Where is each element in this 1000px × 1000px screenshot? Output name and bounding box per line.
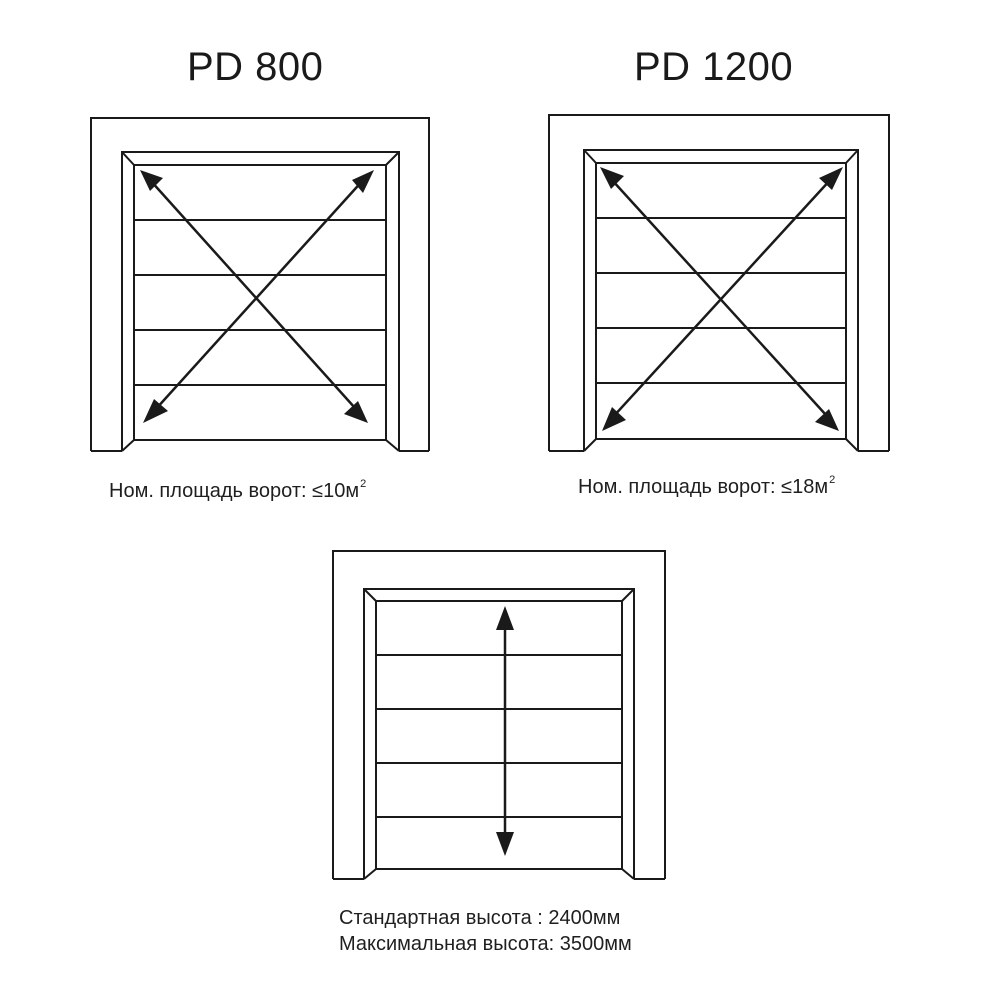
height-door-bevel-tr [621,588,635,602]
pd1200-area-superscript: 2 [829,474,836,486]
pd800-area-superscript: 2 [360,478,367,490]
max-height-caption: Максимальная высота: 3500мм [339,933,632,955]
pd800-diagonal-arrow-1 [149,179,356,409]
pd1200-area-value: ≤18м [781,476,829,498]
height-door-outer-frame [332,550,666,879]
pd800-diagonal-arrow-2 [154,177,366,411]
pd800-bevel-tl [121,151,135,166]
pd1200-inner-jamb [583,149,859,451]
standard-height-caption: Стандартная высота : 2400мм [339,907,621,929]
pd1200-door-leaf [595,162,847,440]
pd800-bevel-bl [121,439,135,452]
pd1200-diagonal-arrow-1 [611,179,827,416]
height-door-bevel-tl [363,588,377,602]
pd800-area-caption: Ном. площадь ворот: ≤10м2 [109,478,367,502]
pd800-area-value: ≤10м [312,480,360,502]
pd1200-arrowheads [600,167,843,431]
pd800-door [90,117,430,452]
pd800-door-leaf [133,164,387,441]
pd800-outer-frame [90,117,430,451]
pd1200-area-caption: Ном. площадь ворот: ≤18м2 [578,474,836,498]
pd800-arrowhead-tr [352,170,374,193]
pd1200-bevel-bl [583,438,597,452]
pd1200-arrowhead-bl [602,407,626,431]
pd1200-bevel-br [845,438,859,452]
height-arrowhead-top [496,606,514,630]
pd800-bevel-tr [385,151,400,166]
height-arrowhead-bottom [496,832,514,856]
pd800-arrowhead-tl [140,170,163,191]
pd1200-arrowhead-tl [600,167,624,189]
pd800-arrowheads [140,170,374,423]
pd1200-area-label: Ном. площадь ворот: [578,476,782,498]
height-door-bevel-bl [363,868,377,880]
height-door [332,550,666,880]
pd1200-bevel-tr [845,149,859,164]
pd1200-diagonal-arrow-2 [611,177,833,419]
pd800-arrowhead-br [344,401,368,423]
pd800-area-label: Ном. площадь ворот: [109,480,313,502]
height-door-bevel-br [621,868,635,880]
pd800-arrowhead-bl [143,399,168,423]
height-door-leaf [375,600,623,870]
pd800-inner-jamb [121,151,400,451]
pd1200-title: PD 1200 [634,45,794,89]
pd1200-outer-frame [548,114,890,451]
pd1200-bevel-tl [583,149,597,164]
height-arrowheads [496,606,514,856]
pd1200-arrowhead-br [815,409,839,431]
pd800-bevel-br [385,439,400,452]
height-door-inner-jamb [363,588,635,879]
pd1200-arrowhead-tr [819,167,843,190]
pd800-title: PD 800 [187,45,324,89]
pd1200-door [548,114,890,452]
